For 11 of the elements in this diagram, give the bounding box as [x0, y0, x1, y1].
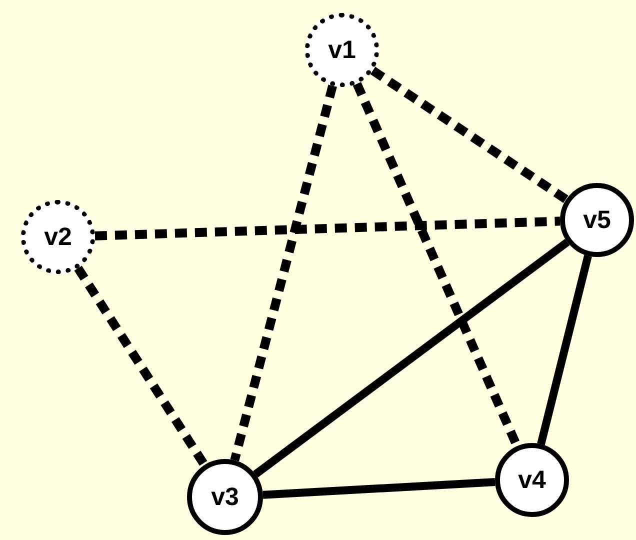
dashed-edge [94, 216, 560, 240]
dashed-edge [230, 84, 337, 462]
edge-line [262, 478, 496, 499]
edge-line [253, 238, 570, 478]
vertex-label: v4 [518, 468, 546, 492]
dashed-edge [370, 66, 569, 204]
vertex-label: v2 [44, 224, 72, 250]
vertex-label: v5 [583, 208, 611, 232]
vertex-label: v3 [211, 484, 239, 510]
edge-line [537, 254, 592, 446]
vertex-label: v1 [328, 38, 356, 62]
